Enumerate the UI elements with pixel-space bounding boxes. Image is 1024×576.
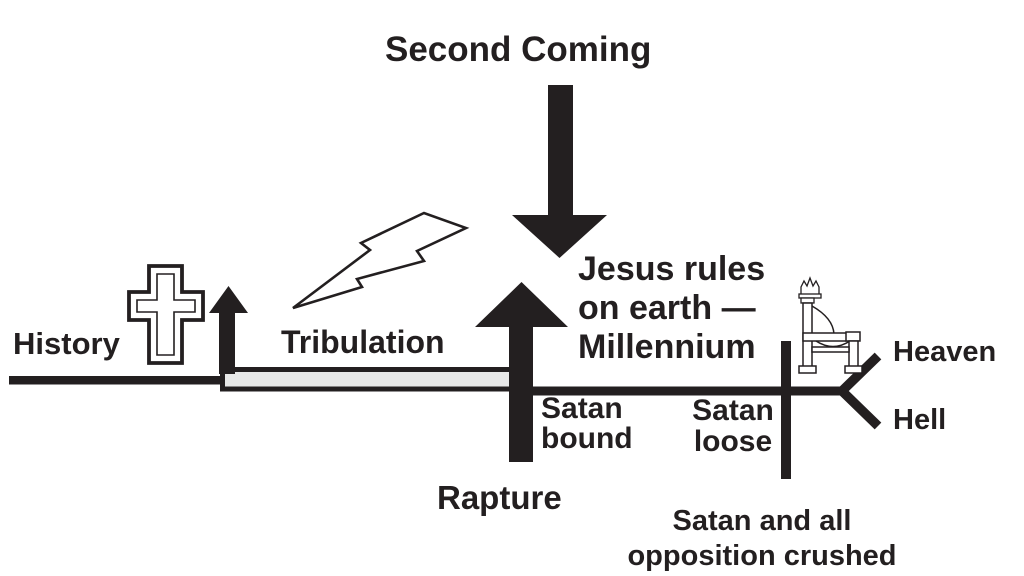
- millennium-end-divider: [781, 341, 791, 479]
- throne-icon: [798, 276, 863, 374]
- cross-icon: [127, 264, 205, 365]
- tribulation-bar: [220, 367, 524, 392]
- history-timeline: [9, 376, 225, 385]
- label-satan-loose: Satan loose: [692, 394, 774, 458]
- label-tribulation: Tribulation: [281, 324, 445, 360]
- label-heaven: Heaven: [893, 336, 997, 368]
- millennium-timeline: [521, 386, 846, 396]
- label-satan-crushed: Satan and all opposition crushed: [627, 505, 897, 572]
- label-history: History: [13, 326, 120, 361]
- title-second-coming: Second Coming: [385, 30, 652, 69]
- label-rapture: Rapture: [437, 479, 562, 516]
- down-arrow-icon: [512, 85, 607, 258]
- label-jesus-rules-millennium: Jesus rules on earth — Millennium: [578, 250, 766, 366]
- rapture-arrow-icon: [475, 282, 568, 462]
- label-satan-bound: Satan bound: [541, 392, 633, 455]
- lightning-icon: [292, 211, 470, 310]
- label-hell: Hell: [893, 404, 947, 436]
- up-arrow-icon: [209, 286, 248, 374]
